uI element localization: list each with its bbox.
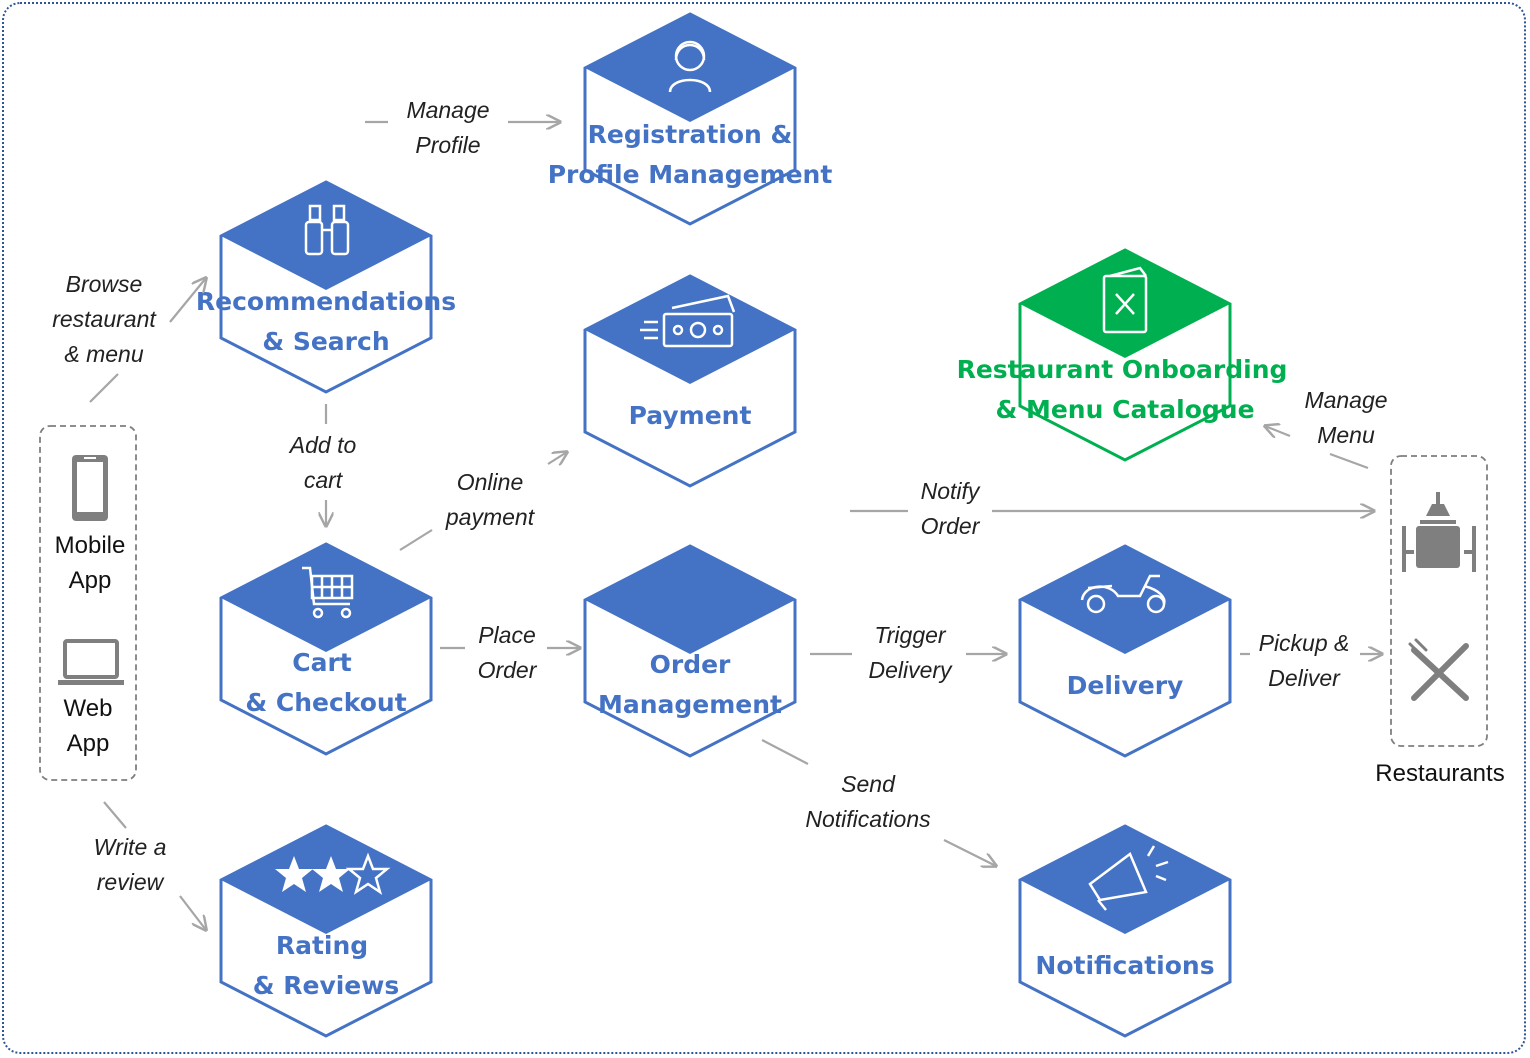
- service-onboarding[interactable]: Restaurant Onboarding & Menu Catalogue: [957, 248, 1288, 462]
- connectors: [89, 122, 1382, 930]
- client-apps: Mobile App Web App: [39, 425, 137, 781]
- edge-label-line1: Online: [457, 469, 523, 495]
- edge-manage-menu-arrow: [1265, 426, 1291, 436]
- edge-label-write-review: Write a review: [94, 834, 167, 895]
- edge-browse-arrow: [169, 278, 206, 323]
- edge-label-line1: Write a: [94, 834, 167, 860]
- service-title-line2: & Reviews: [253, 971, 400, 1000]
- edge-online-payment-arrow: [547, 452, 567, 464]
- edge-label-line2: cart: [304, 467, 344, 493]
- edge-label-manage-profile: Manage Profile: [406, 97, 489, 158]
- edge-label-place-order: Place Order: [478, 622, 538, 683]
- edge-send-notifications-arrow: [943, 839, 996, 866]
- edge-label-line1: Browse: [66, 271, 143, 297]
- service-rating[interactable]: Rating & Reviews: [219, 824, 433, 1038]
- service-title-line1: Rating: [276, 931, 368, 960]
- edge-label-line3: & menu: [64, 341, 143, 367]
- service-notifications[interactable]: Notifications: [1018, 824, 1232, 1038]
- edge-label-online-payment: Online payment: [445, 469, 536, 530]
- mobile-phone-icon[interactable]: [72, 455, 108, 521]
- edge-label-line1: Manage: [1304, 387, 1387, 413]
- service-cart[interactable]: Cart & Checkout: [219, 542, 433, 756]
- web-app-label-line1: Web: [64, 695, 113, 722]
- menu-book-icon: [1102, 266, 1148, 334]
- service-title-line1: Recommendations: [196, 287, 456, 316]
- edge-label-line1: Pickup &: [1259, 630, 1350, 656]
- edge-label-line2: Order: [478, 657, 538, 683]
- service-recommendations[interactable]: Recommendations & Search: [196, 180, 456, 394]
- service-title-line2: & Menu Catalogue: [995, 395, 1254, 424]
- service-title-line2: Profile Management: [548, 160, 833, 189]
- stars-icon: [275, 852, 391, 895]
- megaphone-icon: [1088, 845, 1169, 911]
- scooter-icon: [1080, 574, 1166, 614]
- fork-knife-icon[interactable]: [1408, 638, 1469, 701]
- edge-manage-menu-tail: [1329, 452, 1369, 470]
- dining-table-icon[interactable]: [1402, 492, 1476, 572]
- restaurants-label: Restaurants: [1375, 760, 1504, 787]
- cash-icon: [640, 294, 736, 348]
- edge-label-line2: Order: [921, 513, 981, 539]
- edge-write-review-arrow: [179, 895, 206, 930]
- edge-label-line1: Trigger: [874, 622, 946, 648]
- edge-label-line2: Deliver: [1268, 665, 1341, 691]
- edge-write-review-tail: [103, 801, 127, 829]
- edge-label-line1: Notify: [921, 478, 981, 504]
- service-order[interactable]: Order Management: [583, 544, 797, 758]
- edge-label-notify-order: Notify Order: [921, 478, 981, 539]
- web-app-label-line2: App: [67, 730, 110, 757]
- edge-label-line1: Manage: [406, 97, 489, 123]
- service-registration[interactable]: Registration & Profile Management: [548, 12, 833, 226]
- service-title-line1: Restaurant Onboarding: [957, 355, 1288, 384]
- edge-label-send-notifications: Send Notifications: [805, 771, 931, 832]
- edge-label-line2: restaurant: [52, 306, 157, 332]
- service-title-line2: Payment: [629, 401, 752, 430]
- service-title-line2: & Search: [262, 327, 389, 356]
- user-icon: [668, 40, 712, 93]
- edge-browse-tail: [89, 373, 119, 403]
- binoculars-icon: [304, 204, 350, 256]
- service-title-line1: Order: [650, 650, 731, 679]
- edge-online-payment-tail: [399, 529, 433, 551]
- service-payment[interactable]: Payment: [583, 274, 797, 488]
- edge-label-line2: payment: [445, 504, 536, 530]
- edge-label-manage-menu: Manage Menu: [1304, 387, 1387, 448]
- service-title-line2: Delivery: [1067, 671, 1184, 700]
- edge-label-line2: Profile: [415, 132, 480, 158]
- edge-label-pickup-deliver: Pickup & Deliver: [1259, 630, 1350, 691]
- edge-label-line2: review: [97, 869, 165, 895]
- laptop-icon[interactable]: [58, 639, 124, 685]
- service-title-line2: Management: [598, 690, 782, 719]
- edge-label-browse: Browse restaurant & menu: [52, 271, 157, 367]
- restaurants-box: [1390, 455, 1488, 747]
- service-delivery[interactable]: Delivery: [1018, 544, 1232, 758]
- edge-label-add-to-cart: Add to cart: [288, 432, 357, 493]
- mobile-app-label-line2: App: [69, 567, 112, 594]
- service-title-line1: Registration &: [588, 120, 793, 149]
- mobile-app-label-line1: Mobile: [55, 532, 126, 559]
- edge-label-line1: Add to: [288, 432, 357, 458]
- edge-label-line1: Send: [841, 771, 896, 797]
- edge-label-line2: Delivery: [868, 657, 953, 683]
- edge-label-line2: Menu: [1317, 422, 1375, 448]
- edge-label-line2: Notifications: [805, 806, 931, 832]
- shopping-cart-icon: [302, 566, 354, 619]
- edge-send-notifications-tail: [761, 739, 809, 765]
- service-title-line2: Notifications: [1035, 951, 1214, 980]
- edge-label-line1: Place: [478, 622, 536, 648]
- service-title-line1: Cart: [292, 648, 352, 677]
- restaurants-group: Restaurants: [1375, 455, 1505, 787]
- edge-label-trigger-delivery: Trigger Delivery: [868, 622, 953, 683]
- service-title-line2: & Checkout: [245, 688, 406, 717]
